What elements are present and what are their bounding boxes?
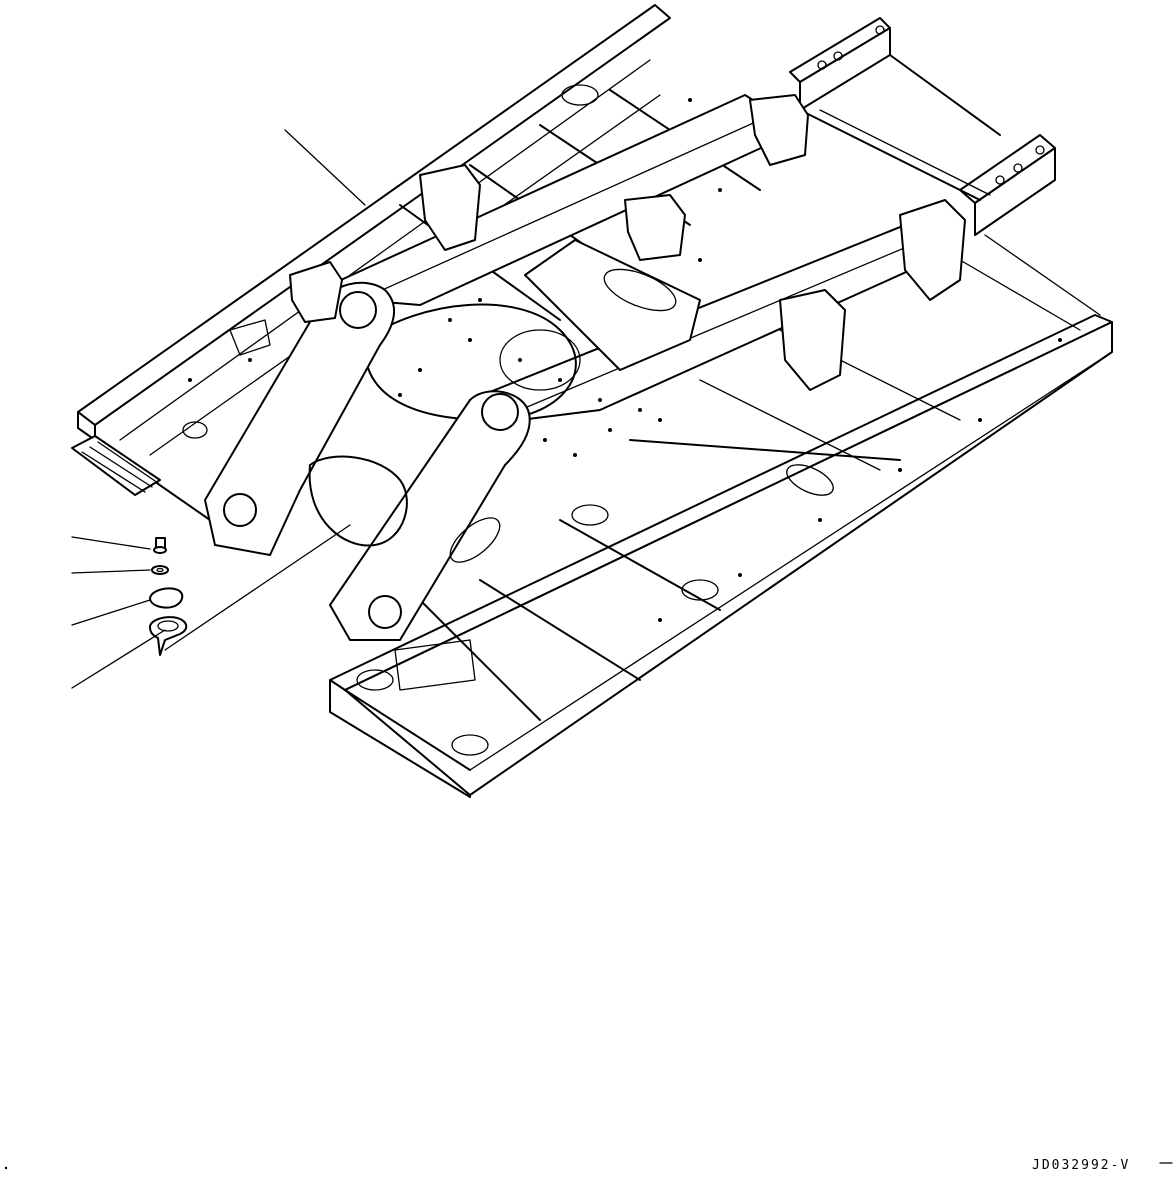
- center-turntable: [363, 239, 701, 421]
- exploded-parts: [149, 537, 188, 656]
- leader-line-gasket: [71, 629, 166, 689]
- cover-plate-part: [149, 587, 184, 609]
- bolt-part: [153, 537, 167, 554]
- leader-line-bolt: [71, 536, 151, 550]
- washer-part: [151, 565, 169, 575]
- leader-lines: [71, 129, 366, 689]
- rear-cross-beam: [789, 17, 1056, 236]
- leader-line-washer: [71, 569, 151, 574]
- drawing-code-label: JD032992-V: [1032, 1158, 1131, 1173]
- step-plate: [71, 435, 161, 496]
- gasket-part: [149, 616, 188, 656]
- leader-line-cover: [71, 599, 151, 626]
- swing-bracket: [204, 281, 531, 641]
- corner-dot: [4, 1166, 8, 1170]
- gusset-brackets: [289, 94, 966, 391]
- leader-line-mount: [164, 524, 351, 651]
- leader-line-frame: [284, 129, 366, 206]
- right-frame-rail: [329, 234, 1113, 798]
- floor-details: [182, 84, 1062, 756]
